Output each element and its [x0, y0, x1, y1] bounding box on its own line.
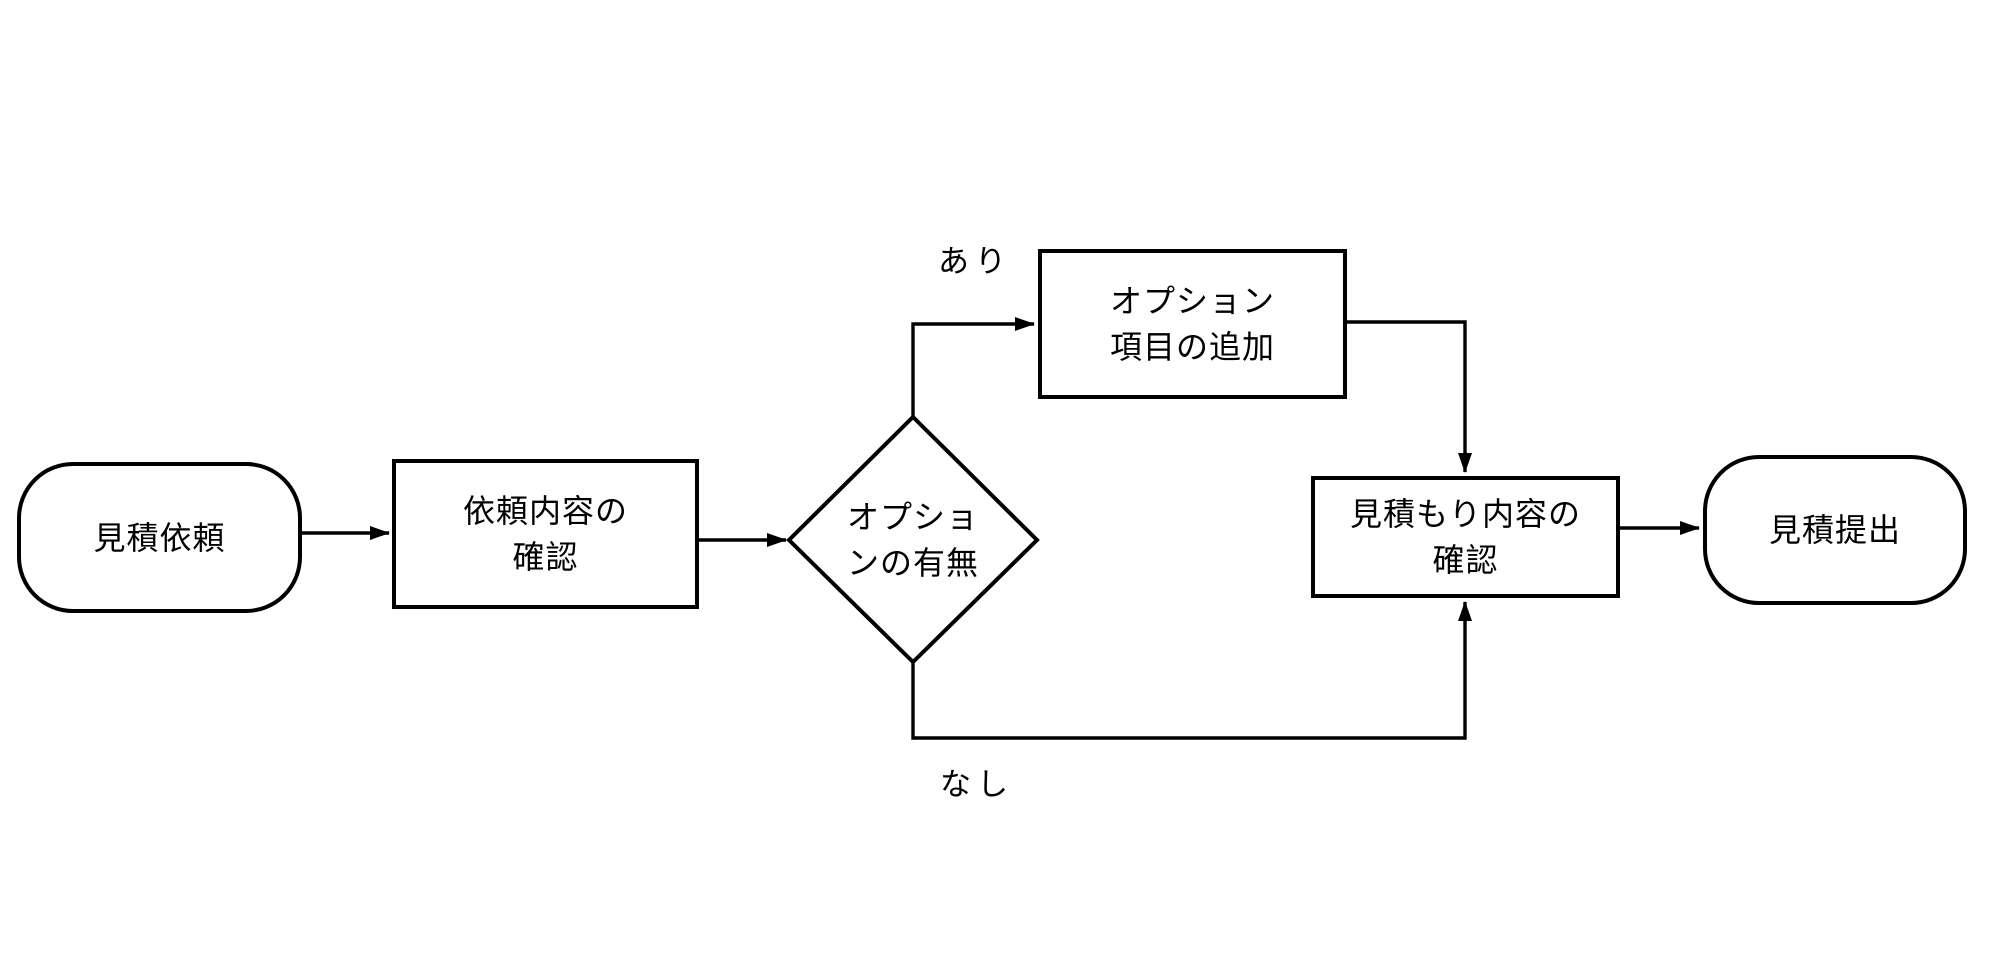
decision-option-check-label: オプショ ンの有無: [846, 498, 979, 581]
decision-diamond-shape: [786, 414, 1040, 665]
process-confirm-request: 依頼内容の 確認: [392, 459, 699, 609]
process-confirm-quote: 見積もり内容の 確認: [1311, 476, 1620, 598]
edge-add-options-to-confirm-quote: [1347, 320, 1472, 473]
edge-decision-yes-to-add-options: [911, 317, 1035, 417]
branch-label-no: なし: [940, 767, 1014, 802]
edge-decision-no-to-confirm-quote: [911, 601, 1472, 740]
process-add-options: オプション 項目の追加: [1038, 249, 1347, 399]
branch-label-yes: あり: [938, 244, 1012, 279]
terminator-start: 見積依頼: [17, 462, 302, 613]
terminator-end: 見積提出: [1703, 455, 1967, 605]
